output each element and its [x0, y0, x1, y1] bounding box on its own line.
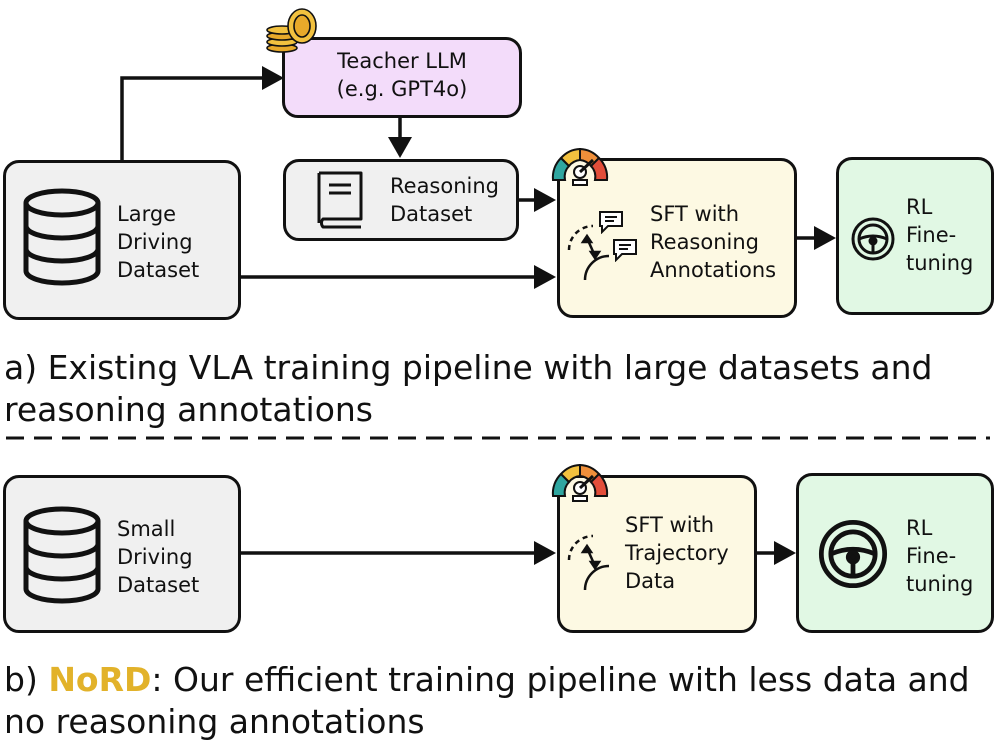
book-icon [317, 171, 363, 229]
steering-wheel-icon [851, 217, 895, 261]
nord-highlight: NoRD [48, 660, 152, 699]
chat-icon [599, 211, 623, 234]
chat-icon [613, 239, 637, 262]
teacher-llm-label: Teacher LLM (e.g. GPT4o) [336, 49, 468, 101]
arrow-large-to-teacher [120, 76, 268, 160]
trajectory-icon [567, 534, 610, 591]
gauge-icon [551, 463, 609, 502]
sft-reasoning-label: SFT with Reasoning Annotations [650, 202, 777, 282]
coins-icon [266, 8, 317, 53]
gauge-icon [551, 147, 609, 186]
teacher-llm-box [282, 37, 522, 118]
steering-wheel-icon [818, 519, 888, 589]
sft-reasoning-box [557, 158, 797, 318]
rl-finetuning-label-bottom: RL Fine- tuning [906, 516, 974, 596]
rl-finetuning-box-top [836, 157, 994, 315]
sft-trajectory-label: SFT with Trajectory Data [625, 513, 729, 593]
rl-finetuning-label-top: RL Fine- tuning [906, 195, 974, 275]
large-driving-dataset-label: Large Driving Dataset [117, 202, 200, 282]
database-icon [23, 506, 101, 604]
reasoning-dataset-label: Reasoning Dataset [390, 174, 500, 226]
caption-b: b) NoRD: Our efficient training pipeline… [4, 660, 970, 741]
caption-a: a) Existing VLA training pipeline with l… [4, 348, 933, 429]
database-icon [23, 188, 101, 286]
trajectory-icon [567, 224, 610, 281]
small-driving-dataset-label: Small Driving Dataset [117, 517, 200, 597]
